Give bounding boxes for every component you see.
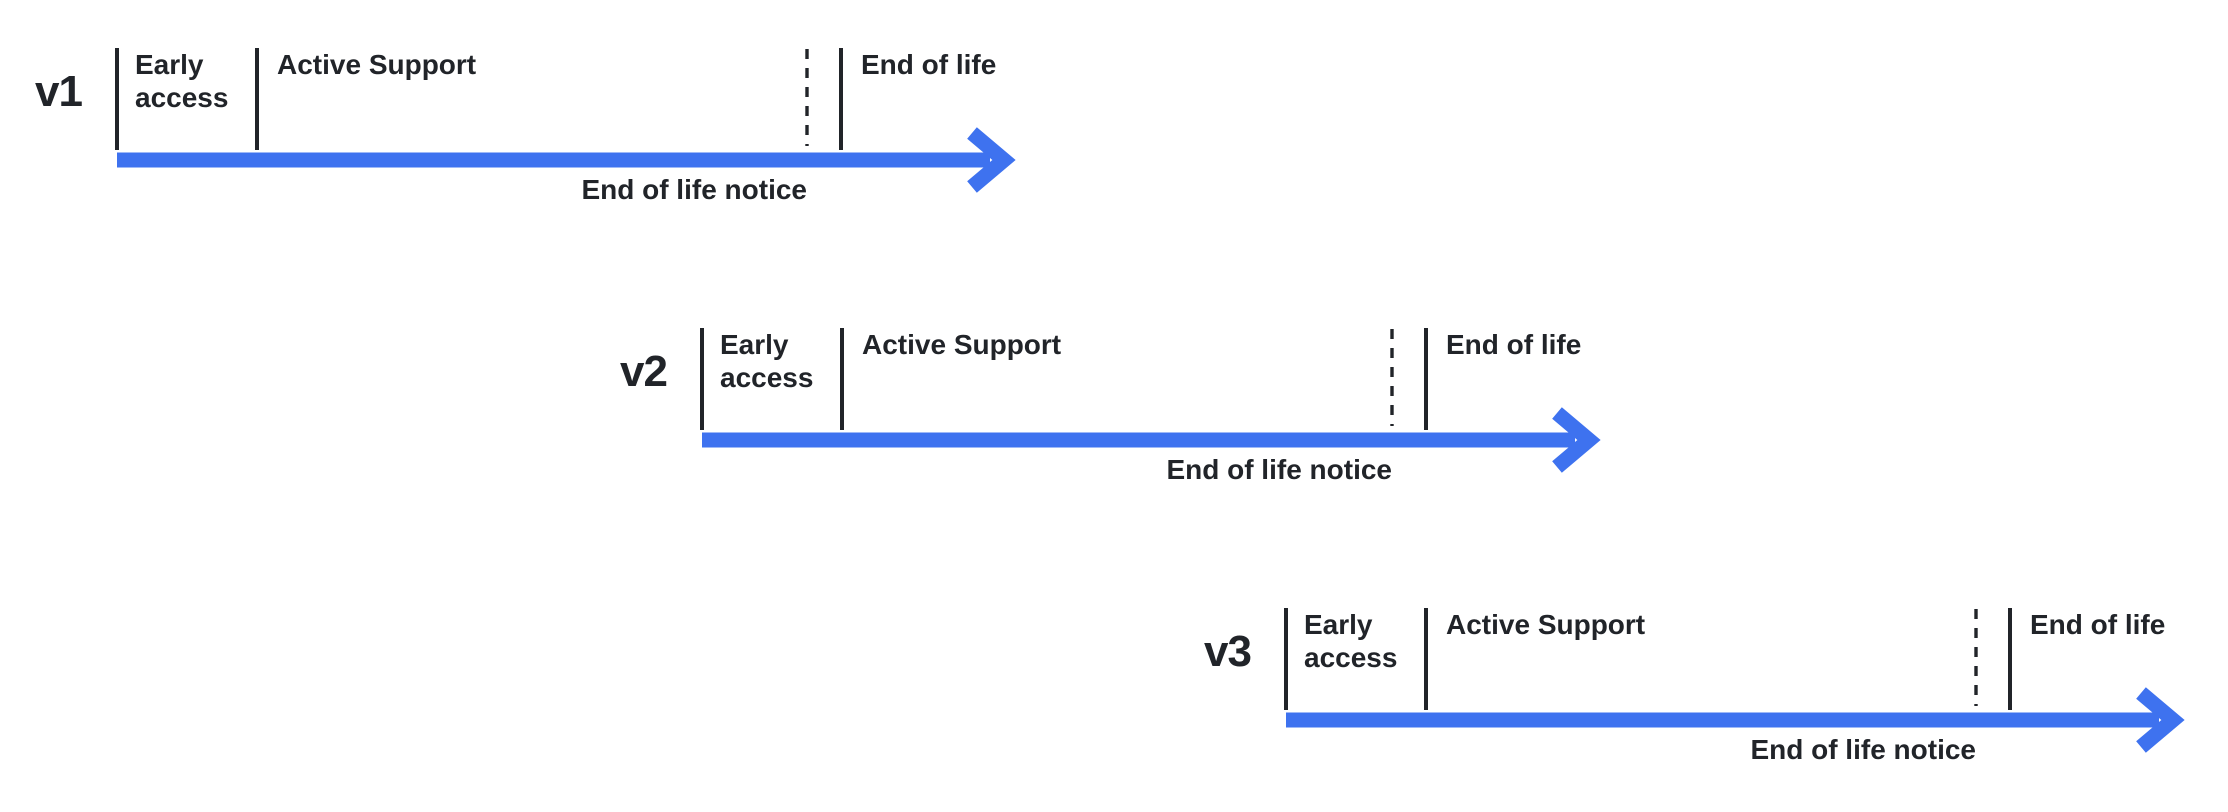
- end-of-life-notice-label: End of life notice: [1166, 454, 1392, 485]
- early-access-label: Early access: [720, 329, 814, 393]
- timeline-arrow-head-icon: [2136, 687, 2185, 753]
- timeline-row-v2: v2 Early access Active Support End of li…: [620, 328, 1802, 548]
- version-label: v1: [35, 67, 83, 116]
- end-of-life-label: End of life: [861, 49, 997, 80]
- timeline-graphic-v1: [115, 48, 1016, 193]
- timeline-graphic-v2: [700, 328, 1601, 473]
- end-of-life-notice-label: End of life notice: [581, 174, 807, 205]
- timeline-graphic-v3: [1284, 608, 2185, 753]
- active-support-label: Active Support: [277, 49, 477, 80]
- early-access-label: Early access: [135, 49, 229, 113]
- version-label: v3: [1204, 627, 1252, 676]
- active-support-label: Active Support: [1446, 609, 1646, 640]
- timeline-arrow-head-icon: [1552, 407, 1601, 473]
- active-support-label: Active Support: [862, 329, 1062, 360]
- end-of-life-notice-label: End of life notice: [1750, 734, 1976, 765]
- end-of-life-label: End of life: [2030, 609, 2166, 640]
- timeline-row-v3: v3 Early access Active Support End of li…: [1204, 608, 2228, 812]
- end-of-life-label: End of life: [1446, 329, 1582, 360]
- version-label: v2: [620, 347, 668, 396]
- timeline-arrow-head-icon: [967, 127, 1016, 193]
- timeline-row-v1: v1 Early access Active Support End of li…: [35, 48, 1217, 268]
- early-access-label: Early access: [1304, 609, 1398, 673]
